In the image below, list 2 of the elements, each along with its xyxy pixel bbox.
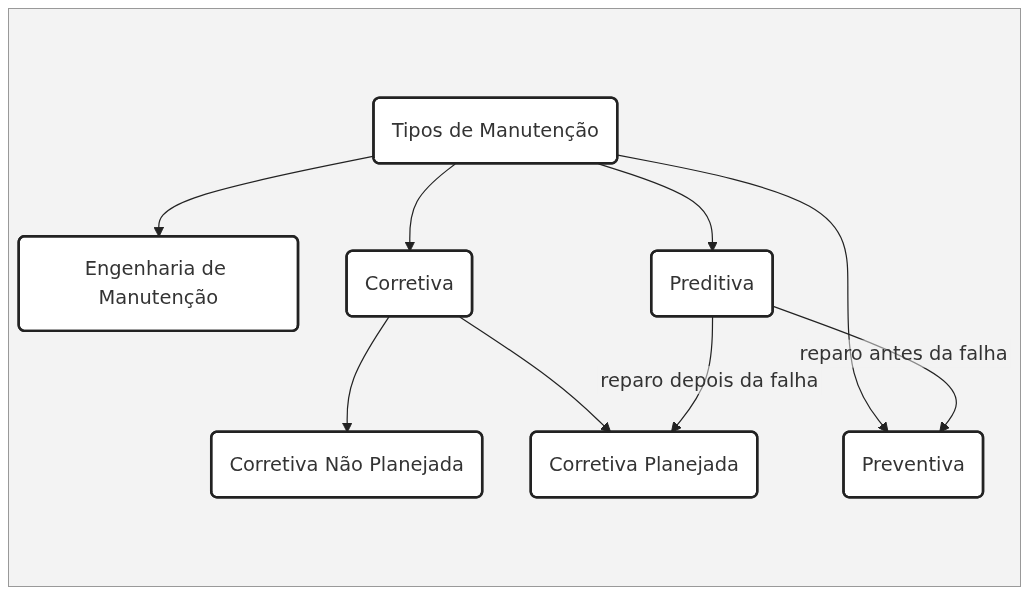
- edge-label: reparo antes da falha: [799, 342, 1008, 366]
- edge-label: reparo depois da falha: [600, 368, 819, 392]
